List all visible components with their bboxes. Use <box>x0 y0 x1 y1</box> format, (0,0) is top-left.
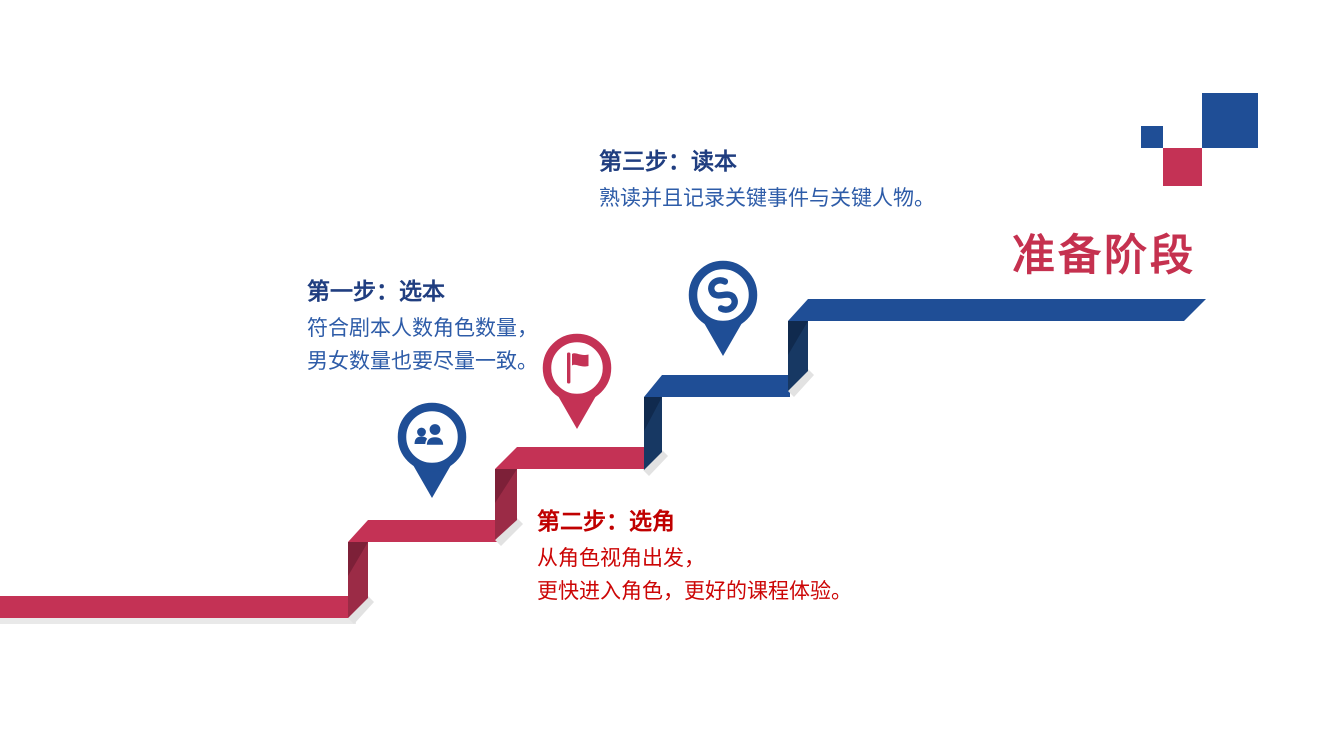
stair-tread-1 <box>348 520 497 542</box>
step-2-body: 从角色视角出发， 更快进入角色，更好的课程体验。 <box>537 542 852 608</box>
red-square <box>1163 148 1202 186</box>
flag-pin-icon <box>542 333 612 429</box>
users-pin-icon <box>397 402 467 498</box>
step-2-line-2: 更快进入角色，更好的课程体验。 <box>537 580 852 603</box>
step-1-block: 第一步：选本 符合剧本人数角色数量， 男女数量也要尽量一致。 <box>307 277 538 378</box>
stair-tread-3 <box>644 375 790 397</box>
step-3-line-1: 熟读并且记录关键事件与关键人物。 <box>599 187 935 210</box>
stair-shadow-riser-3 <box>788 369 814 397</box>
link-pin-icon <box>688 260 758 356</box>
stair-riser-2-fold <box>644 397 662 431</box>
step-1-line-2: 男女数量也要尽量一致。 <box>307 350 538 373</box>
stair-shadow-riser-0 <box>348 596 374 624</box>
stair-shadow-riser-2 <box>643 450 668 476</box>
small-blue-square <box>1141 126 1163 148</box>
step-2-heading: 第二步：选角 <box>537 508 675 534</box>
stair-riser-1-fold <box>495 469 517 503</box>
stair-riser-3-fold <box>788 321 808 355</box>
stair-riser-0-fold <box>348 542 368 576</box>
step-2-line-1: 从角色视角出发， <box>537 547 705 570</box>
stair-tread-2 <box>495 447 644 469</box>
step-1-heading: 第一步：选本 <box>307 278 445 304</box>
step-3-block: 第三步：读本 熟读并且记录关键事件与关键人物。 <box>599 147 935 215</box>
step-3-heading: 第三步：读本 <box>599 148 737 174</box>
step-1-line-1: 符合剧本人数角色数量， <box>307 317 538 340</box>
stair-tread-0 <box>0 596 350 618</box>
step-1-body: 符合剧本人数角色数量， 男女数量也要尽量一致。 <box>307 312 538 378</box>
large-blue-square <box>1202 93 1258 148</box>
stair-tread-4 <box>788 299 1206 321</box>
stair-shadow-riser-1 <box>495 518 523 546</box>
stair-shadow-under-tread-0 <box>0 618 356 624</box>
slide-title: 准备阶段 <box>1012 232 1196 280</box>
step-2-block: 第二步：选角 从角色视角出发， 更快进入角色，更好的课程体验。 <box>537 507 852 608</box>
step-3-body: 熟读并且记录关键事件与关键人物。 <box>599 182 935 215</box>
